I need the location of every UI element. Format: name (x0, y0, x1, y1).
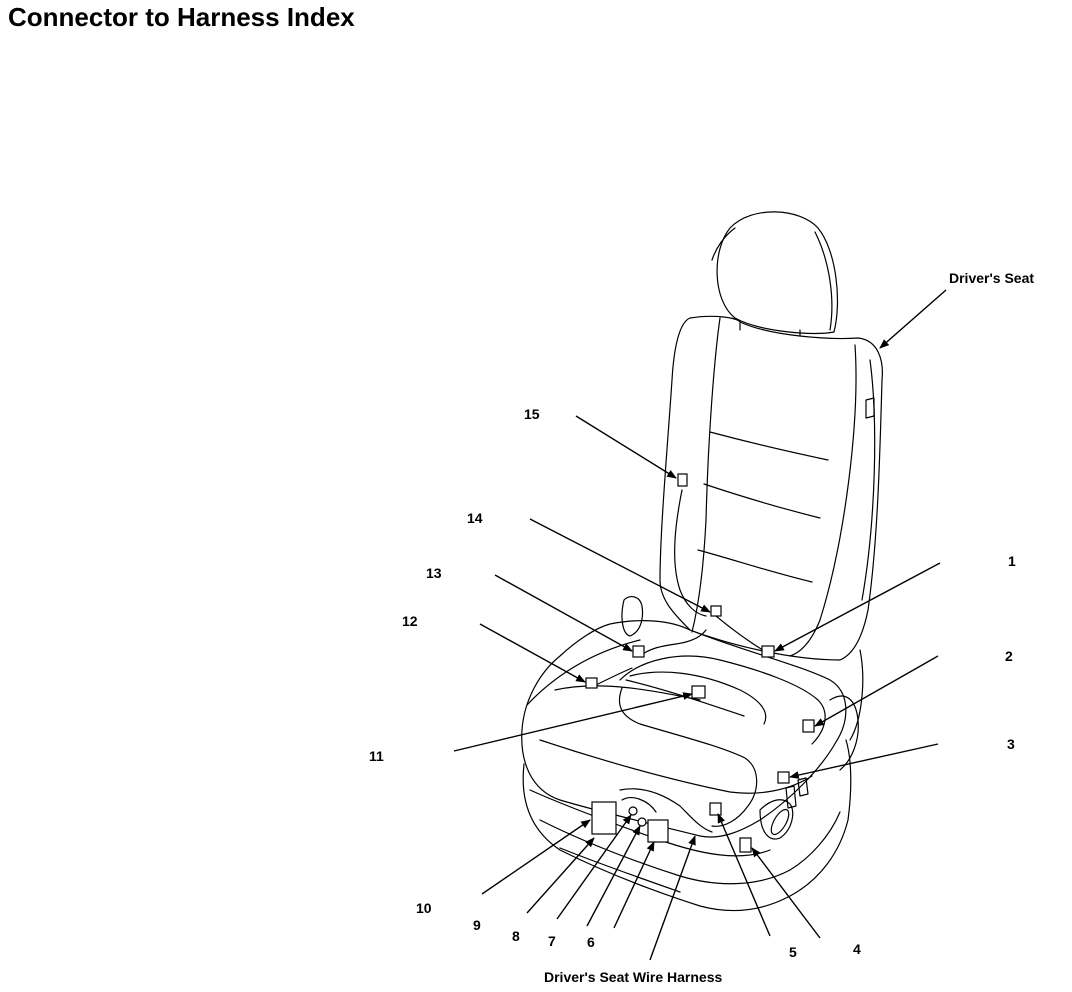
connector-6 (647, 819, 669, 843)
callout-12: 12 (402, 613, 418, 629)
leader-8 (556, 814, 632, 920)
leader-4 (751, 847, 821, 939)
callout-4: 4 (853, 941, 861, 957)
connector-12 (585, 677, 598, 689)
leader-harness (649, 835, 696, 961)
drivers-seat-illustration (521, 211, 883, 912)
connector-5 (709, 802, 722, 816)
seat-cushion (521, 620, 847, 838)
callout-2: 2 (1005, 648, 1013, 664)
leader-11 (453, 692, 693, 752)
leader-6 (613, 841, 655, 929)
callout-11: 11 (369, 748, 384, 764)
connector-13 (632, 645, 645, 658)
callout-13: 13 (426, 565, 442, 581)
leader-14 (529, 518, 711, 613)
leader-2 (814, 655, 939, 727)
leader-7 (586, 825, 641, 927)
leader-10 (481, 819, 591, 895)
harness-loop (629, 671, 767, 725)
connector-14 (710, 605, 722, 617)
leader-lines (453, 289, 947, 961)
connector-15 (677, 473, 688, 487)
connector-10 (591, 801, 617, 835)
callout-3: 3 (1007, 736, 1015, 752)
leader-15 (575, 415, 677, 479)
connector-8 (628, 806, 638, 816)
callout-10: 10 (416, 900, 432, 916)
leader-3 (789, 743, 939, 779)
callout-7: 7 (548, 933, 556, 949)
seat-back (659, 315, 883, 661)
connector-11 (691, 685, 706, 699)
callout-6: 6 (587, 934, 595, 950)
drivers-seat-label: Driver's Seat (949, 270, 1034, 286)
leader-12 (479, 623, 586, 683)
callout-15: 15 (524, 406, 540, 422)
headrest (716, 211, 839, 335)
harness-label: Driver's Seat Wire Harness (544, 969, 723, 985)
connector-4 (739, 837, 752, 853)
connectors (585, 473, 815, 853)
leader-9 (526, 837, 595, 914)
connector-2 (802, 719, 815, 733)
leader-1 (774, 562, 941, 652)
callout-14: 14 (467, 510, 483, 526)
leader-5 (717, 813, 771, 937)
connector-1 (761, 645, 775, 658)
page-title: Connector to Harness Index (8, 2, 355, 32)
callout-1: 1 (1008, 553, 1016, 569)
seat-base (522, 739, 852, 912)
leader-drivers-seat (879, 289, 947, 349)
connector-3 (777, 771, 790, 784)
callout-8: 8 (512, 928, 520, 944)
labels: Driver's Seat Driver's Seat Wire Harness… (369, 270, 1034, 985)
callout-9: 9 (473, 917, 481, 933)
callout-5: 5 (789, 944, 797, 960)
leader-13 (494, 574, 633, 652)
connector-7 (637, 817, 647, 827)
